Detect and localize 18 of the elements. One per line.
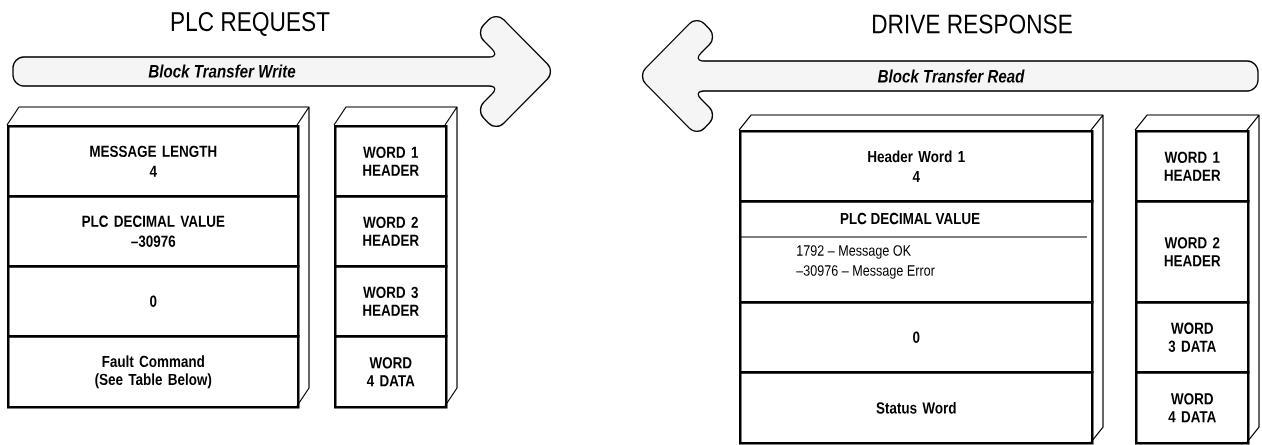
heading: PLC REQUEST (171, 12, 330, 36)
table-cell: 0 (739, 301, 1094, 374)
table-cell: WORD 3 HEADER (334, 265, 448, 338)
table-cell: WORD 2 HEADER (1135, 200, 1250, 304)
table-cell: Header Word 1 4 (739, 130, 1094, 203)
table-cell: WORD 4 DATA (334, 335, 448, 409)
table-cell: Status Word (739, 371, 1094, 445)
heading: DRIVE RESPONSE (873, 14, 1072, 34)
table-cell: WORD 1 HEADER (1135, 130, 1250, 203)
table-cell: MESSAGE LENGTH 4 (7, 125, 300, 198)
table-cell: WORD 1 HEADER (334, 125, 448, 198)
table-cell: Fault Command (See Table Below) (7, 335, 300, 409)
table-cell: WORD 2 HEADER (334, 195, 448, 268)
table-cell: WORD 3 DATA (1135, 301, 1250, 374)
table-cell: PLC DECIMAL VALUE 1792 – Message OK –30976 – Message Error (738, 200, 1094, 304)
table-cell: 0 (7, 265, 300, 338)
table-cell: PLC DECIMAL VALUE –30976 (7, 195, 300, 268)
table-cell: WORD 4 DATA (1135, 371, 1250, 445)
